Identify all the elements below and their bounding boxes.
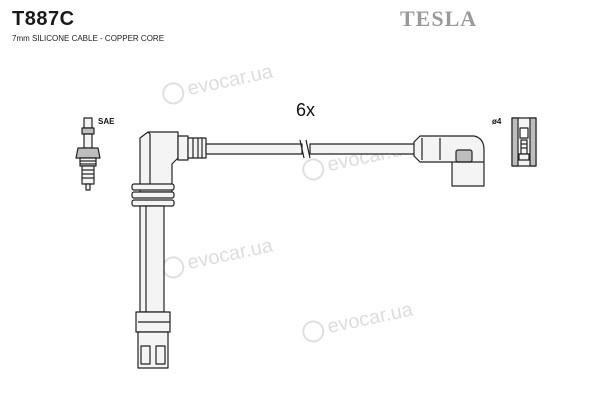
cable-description: 7mm SILICONE CABLE - COPPER CORE xyxy=(12,34,165,43)
distributor-boot xyxy=(413,135,485,187)
brand-logo: TESLA xyxy=(400,6,478,31)
distributor-terminal-icon xyxy=(511,117,537,167)
spark-plug-boot xyxy=(131,131,207,369)
part-number: T887C xyxy=(12,8,75,30)
quantity-label: 6x xyxy=(296,100,316,120)
spark-plug-icon xyxy=(75,117,101,191)
spark-plug-label: SAE xyxy=(98,117,115,126)
ignition-cable xyxy=(205,139,417,159)
distributor-label: ø4 xyxy=(492,117,502,126)
